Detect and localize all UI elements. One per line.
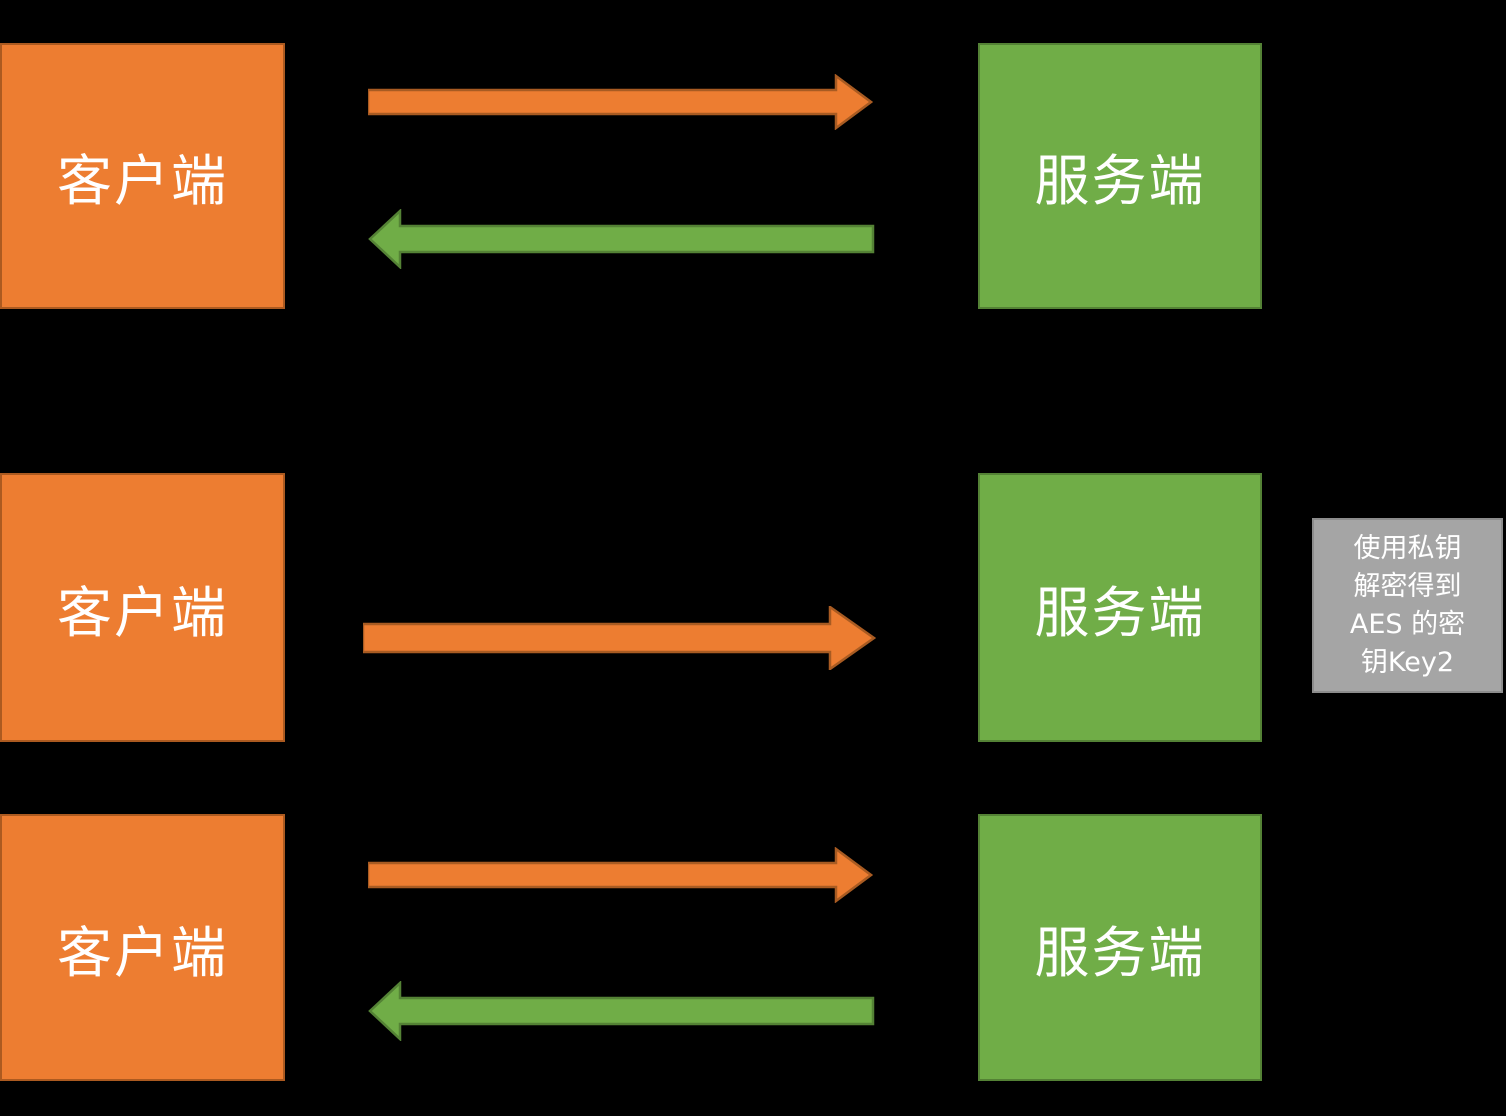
server-box-row1-label: 服务端 bbox=[1034, 149, 1206, 213]
server-box-row3: 服务端 bbox=[978, 814, 1262, 1081]
note-box: 使用私钥 解密得到 AES 的密 钥Key2 bbox=[1312, 518, 1503, 693]
request-arrow-row2 bbox=[363, 606, 876, 670]
client-box-row2-label: 客户端 bbox=[56, 580, 228, 645]
client-box-row3: 客户端 bbox=[0, 814, 285, 1081]
request-arrow-row3 bbox=[368, 847, 873, 903]
note-line-1: 使用私钥 bbox=[1353, 532, 1462, 564]
note-line-4: 钥Key2 bbox=[1360, 646, 1455, 678]
client-box-row1-label: 客户端 bbox=[56, 149, 228, 213]
client-box-row3-label: 客户端 bbox=[56, 920, 228, 985]
response-arrow-row1 bbox=[368, 209, 875, 269]
server-box-row1: 服务端 bbox=[978, 43, 1262, 309]
server-box-row3-label: 服务端 bbox=[1034, 920, 1206, 985]
request-arrow-row1 bbox=[368, 74, 873, 130]
client-box-row1: 客户端 bbox=[0, 43, 285, 309]
note-line-3: AES 的密 bbox=[1349, 608, 1466, 640]
response-arrow-row3 bbox=[368, 981, 875, 1041]
server-box-row2: 服务端 bbox=[978, 473, 1262, 742]
note-line-2: 解密得到 bbox=[1353, 570, 1462, 602]
server-box-row2-label: 服务端 bbox=[1034, 580, 1206, 645]
client-box-row2: 客户端 bbox=[0, 473, 285, 742]
